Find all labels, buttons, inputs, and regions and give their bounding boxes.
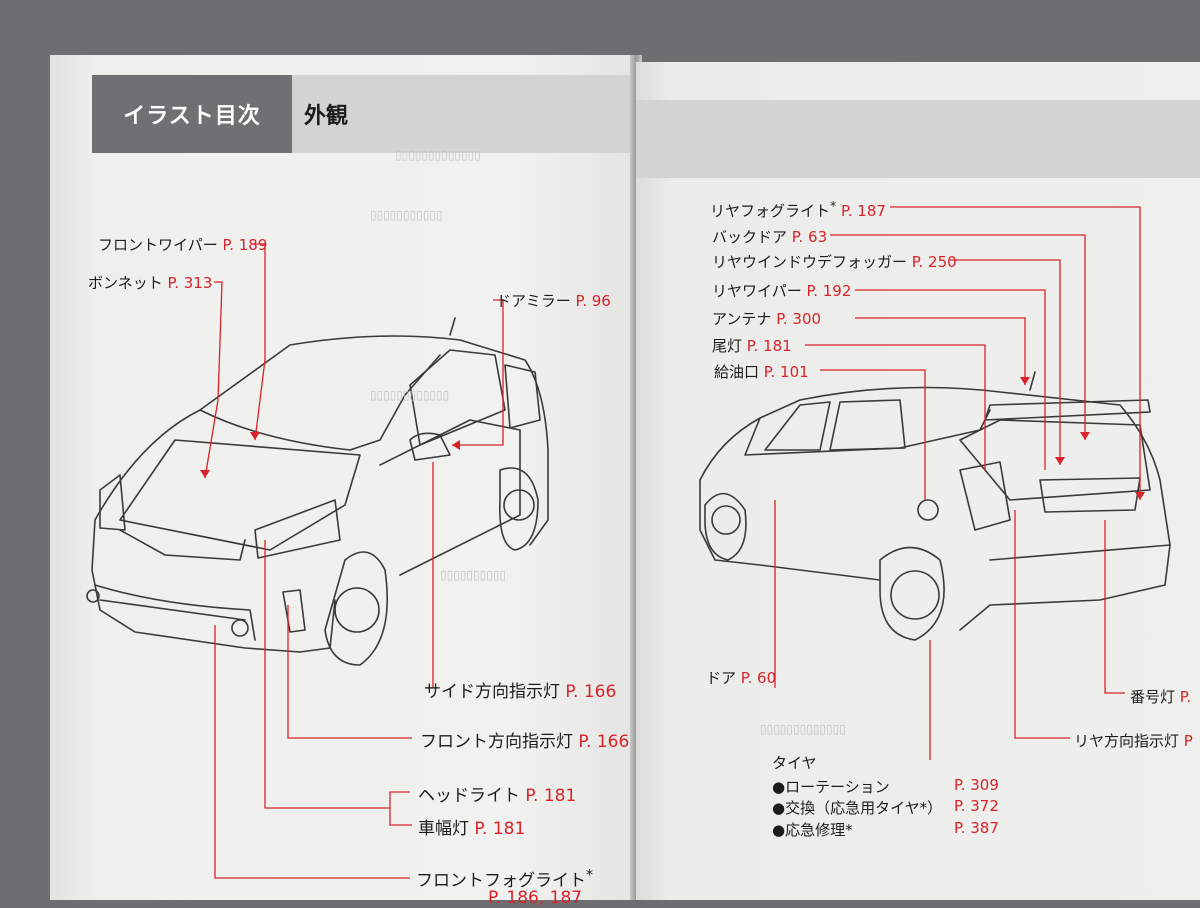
- label-front-turn-signal: フロント方向指示灯 P. 166: [420, 732, 630, 752]
- tire-item-rotation: ●ローテーション: [772, 778, 890, 796]
- label-license-light: 番号灯 P.: [1130, 688, 1192, 706]
- label-front-fog-light: フロントフォグライト*: [416, 867, 594, 891]
- rear-car-drawing: [699, 371, 1171, 641]
- tire-item-rotation-page: P. 309: [954, 776, 999, 794]
- label-tail-light: 尾灯 P. 181: [712, 337, 792, 355]
- label-front-wiper: フロントワイパー P. 189: [98, 236, 268, 254]
- rear-leader-lines: [774, 206, 1141, 760]
- bleed-through-text: ▯▯▯▯▯▯▯▯▯▯▯▯▯: [760, 722, 846, 736]
- label-door: ドア P. 60: [706, 669, 777, 687]
- label-clearance-light: 車幅灯 P. 181: [418, 819, 526, 839]
- bleed-through-text: ▯▯▯▯▯▯▯▯▯▯▯▯▯: [395, 148, 481, 162]
- right-page: [636, 62, 1200, 900]
- left-page: イラスト目次 外観: [50, 55, 635, 900]
- tire-item-repair: ●応急修理*: [772, 821, 853, 839]
- label-front-fog-light-page: P. 186, 187: [488, 888, 583, 908]
- label-door-mirror: ドアミラー P. 96: [496, 292, 611, 310]
- tire-item-replace: ●交換（応急用タイヤ*）: [772, 799, 943, 817]
- front-leader-lines: [204, 243, 504, 879]
- section-tab: イラスト目次: [92, 75, 292, 153]
- label-fuel-door: 給油口 P. 101: [714, 363, 809, 381]
- tire-title: タイヤ: [772, 754, 817, 772]
- label-rear-wiper: リヤワイパー P. 192: [712, 282, 852, 300]
- front-car-drawing: [86, 317, 549, 666]
- label-side-turn-signal: サイド方向指示灯 P. 166: [424, 682, 617, 702]
- tire-item-repair-page: P. 387: [954, 819, 999, 837]
- header-bar: [636, 100, 1200, 178]
- label-rear-turn-signal: リヤ方向指示灯 P: [1074, 732, 1193, 750]
- label-antenna: アンテナ P. 300: [712, 310, 822, 328]
- bleed-through-text: ▯▯▯▯▯▯▯▯▯▯▯▯: [370, 388, 450, 402]
- label-rear-defogger: リヤウインドウデフォッガー P. 250: [712, 253, 957, 271]
- label-headlight: ヘッドライト P. 181: [418, 786, 577, 806]
- bleed-through-text: ▯▯▯▯▯▯▯▯▯▯: [440, 568, 507, 582]
- page-title: 外観: [292, 75, 635, 153]
- tire-item-replace-page: P. 372: [954, 797, 999, 815]
- label-bonnet: ボンネット P. 313: [88, 274, 213, 292]
- bleed-through-text: ▯▯▯▯▯▯▯▯▯▯▯: [370, 208, 443, 222]
- label-rear-fog-light: リヤフォグライト* P. 187: [710, 198, 886, 220]
- arrow-heads: [200, 377, 1145, 500]
- label-back-door: バックドア P. 63: [712, 228, 828, 246]
